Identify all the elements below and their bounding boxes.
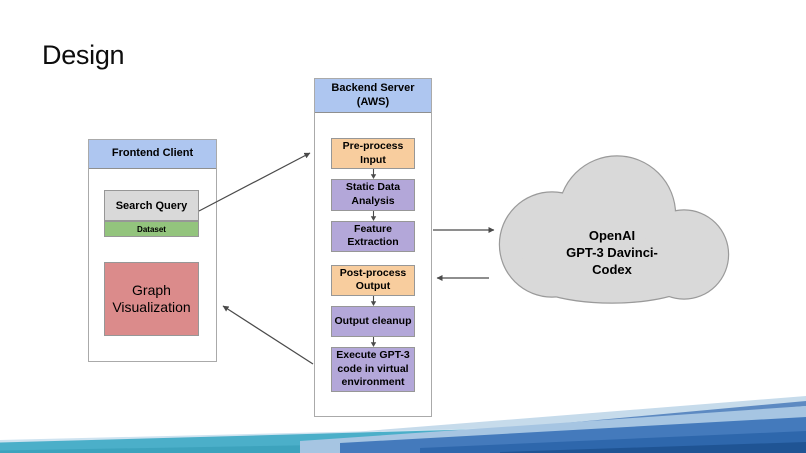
wave-footer-graphic bbox=[0, 396, 806, 453]
openai-cloud-shape bbox=[498, 155, 730, 304]
backend-step-1: Static Data Analysis bbox=[331, 179, 415, 211]
backend-step-3: Post-process Output bbox=[331, 264, 415, 297]
graph-visualization-box: Graph Visualization bbox=[104, 262, 199, 336]
search-query-box: Search Query bbox=[104, 190, 199, 221]
frontend-client-header: Frontend Client bbox=[89, 140, 216, 169]
frontend-client-group: Frontend Client Search Query Dataset Gra… bbox=[88, 139, 217, 362]
flow-down-arrow-icon bbox=[369, 210, 378, 221]
slide-title: Design bbox=[42, 40, 125, 70]
flow-down-arrow-icon bbox=[369, 296, 378, 307]
backend-step-0: Pre-process Input bbox=[331, 138, 415, 170]
dataset-box: Dataset bbox=[104, 221, 199, 237]
arrow-backend-to-graphviz bbox=[222, 305, 314, 365]
flow-down-arrow-icon bbox=[369, 337, 378, 348]
backend-step-2: Feature Extraction bbox=[331, 220, 415, 252]
backend-step-4: Output cleanup bbox=[331, 306, 415, 338]
backend-step-5: Execute GPT-3 code in virtual environmen… bbox=[331, 347, 415, 393]
flow-down-arrow-icon bbox=[369, 169, 378, 180]
backend-server-header: Backend Server (AWS) bbox=[315, 79, 431, 113]
openai-cloud-label: OpenAI GPT-3 Davinci- Codex bbox=[566, 228, 658, 278]
